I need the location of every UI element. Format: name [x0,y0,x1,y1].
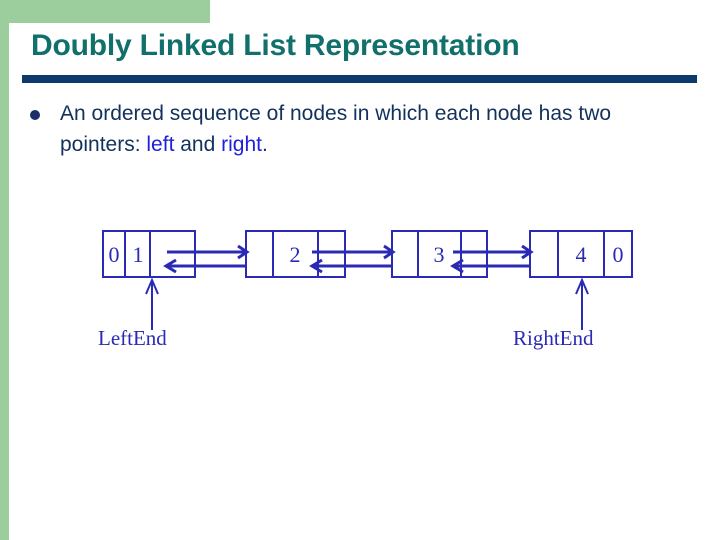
right-end-arrow [575,277,589,330]
bullet-segment-2: and [174,133,222,156]
bullet-text: An ordered sequence of nodes in which ea… [60,98,696,160]
content-panel [9,23,720,540]
node-4-value: 4 [576,242,587,267]
backward-pointer-arrows [163,258,530,274]
title-divider [22,75,697,83]
node-2-value: 2 [290,242,301,267]
left-end-arrow [145,277,159,330]
forward-pointer-arrows [167,244,534,260]
right-end-label: RightEnd [513,326,594,350]
left-green-strip [0,0,9,540]
node-1-value: 1 [133,242,144,267]
node-1-left-pointer-value: 0 [109,242,120,267]
node-1-box [102,230,196,278]
bullet-segment-0: An ordered sequence of nodes in which ea… [60,102,612,156]
bullet-segment-3: right [221,133,262,156]
top-green-block [0,0,210,23]
page-title: Doubly Linked List Representation [31,29,520,62]
left-end-label: LeftEnd [98,326,167,350]
bullet-segment-1: left [146,133,175,156]
bullet-list-item: An ordered sequence of nodes in which ea… [30,98,710,160]
node-3-value: 3 [434,242,445,267]
node-4-right-pointer-value: 0 [613,242,624,267]
bullet-segment-4: . [261,133,268,156]
bullet-marker-icon [30,110,40,120]
linked-list-diagram: 0 1 2 3 4 0 LeftEnd RightEnd [95,220,655,355]
